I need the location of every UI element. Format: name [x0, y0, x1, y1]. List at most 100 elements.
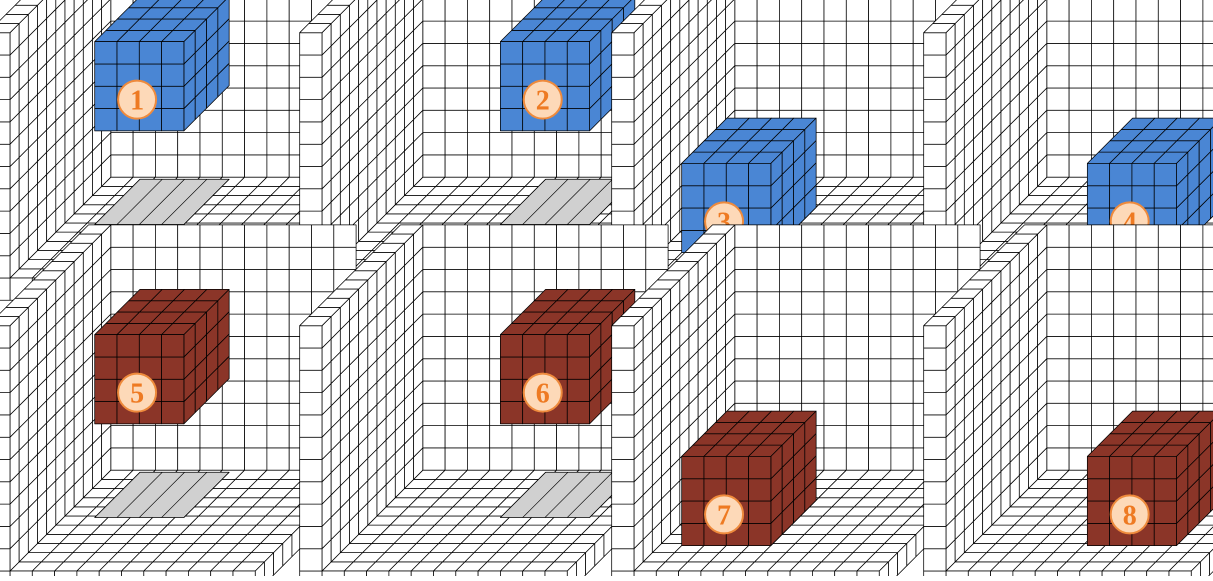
back-wall-cell [646, 247, 668, 269]
back-wall-cell [267, 21, 289, 43]
front-rim-cell [946, 571, 968, 576]
front-rim-cell [1124, 571, 1146, 576]
back-wall-cell [245, 336, 267, 358]
back-wall-cell [1114, 381, 1136, 403]
back-wall-cell [312, 247, 334, 269]
back-wall-cell [779, 225, 801, 247]
back-wall-cell [1158, 381, 1180, 403]
back-wall-cell [802, 225, 824, 247]
back-wall-cell [757, 66, 779, 88]
back-wall-cell [579, 155, 601, 177]
front-rim-cell [1147, 571, 1169, 576]
front-rim-cell [300, 460, 322, 482]
back-wall-cell [846, 133, 868, 155]
front-rim-cell [300, 549, 322, 571]
back-wall-cell [1047, 110, 1069, 132]
back-wall-cell [913, 247, 935, 269]
back-wall-cell [512, 270, 534, 292]
back-wall-cell [534, 247, 556, 269]
back-wall-cell [289, 0, 311, 21]
back-wall-cell [1181, 270, 1203, 292]
back-wall-cell [534, 133, 556, 155]
back-wall-cell [1069, 381, 1091, 403]
back-wall-cell [512, 426, 534, 448]
back-wall-cell [245, 88, 267, 110]
back-wall-cell [423, 0, 445, 21]
back-wall-cell [891, 426, 913, 448]
back-wall-cell [445, 292, 467, 314]
front-rim-cell [924, 55, 946, 77]
back-wall-cell [557, 133, 579, 155]
front-rim-cell [0, 189, 10, 211]
front-rim-cell [612, 77, 634, 99]
back-wall-cell [467, 225, 489, 247]
back-wall-cell [245, 314, 267, 336]
back-wall-cell [289, 225, 311, 247]
back-wall-cell [1091, 336, 1113, 358]
back-wall-cell [490, 292, 512, 314]
back-wall-cell [1114, 314, 1136, 336]
back-wall-cell [1181, 314, 1203, 336]
back-wall-cell [824, 270, 846, 292]
cube-front-cell [545, 335, 567, 357]
back-wall-cell [200, 155, 222, 177]
front-rim-cell [0, 211, 10, 233]
back-wall-cell [467, 359, 489, 381]
cube-front-cell [704, 456, 726, 478]
back-wall-cell [245, 110, 267, 132]
front-rim-cell [523, 571, 545, 576]
back-wall-cell [1069, 225, 1091, 247]
front-rim-cell [835, 571, 857, 576]
front-rim-cell [0, 100, 10, 122]
back-wall-cell [245, 225, 267, 247]
back-wall-cell [824, 21, 846, 43]
back-wall-cell [913, 292, 935, 314]
back-wall-cell [467, 426, 489, 448]
cube-front-cell [682, 456, 704, 478]
front-rim-cell [0, 549, 10, 571]
back-wall-cell [802, 247, 824, 269]
cube-front-cell [500, 335, 522, 357]
back-wall-cell [869, 336, 891, 358]
back-wall-cell [200, 270, 222, 292]
back-wall-cell [1114, 359, 1136, 381]
back-wall-cell [423, 336, 445, 358]
back-wall-cell [423, 359, 445, 381]
back-wall-cell [222, 247, 244, 269]
back-wall-cell [111, 247, 133, 269]
front-rim-cell [634, 571, 656, 576]
back-wall-cell [1158, 247, 1180, 269]
back-wall-cell [267, 66, 289, 88]
back-wall-cell [289, 247, 311, 269]
back-wall-cell [557, 247, 579, 269]
front-rim-cell [612, 326, 634, 348]
front-rim-cell [166, 571, 188, 576]
front-rim-cell [300, 504, 322, 526]
front-rim-cell [0, 144, 10, 166]
front-rim-cell [924, 571, 946, 576]
back-wall-cell [1047, 403, 1069, 425]
back-wall-cell [869, 359, 891, 381]
front-rim-cell [344, 571, 366, 576]
back-wall-cell [846, 403, 868, 425]
front-rim-cell [991, 571, 1013, 576]
back-wall-cell [735, 359, 757, 381]
front-rim-cell [300, 144, 322, 166]
back-wall-cell [779, 66, 801, 88]
back-wall-cell [467, 88, 489, 110]
cube-front-cell [95, 64, 117, 86]
front-rim-cell [300, 415, 322, 437]
back-wall-cell [869, 43, 891, 65]
back-wall-cell [1114, 336, 1136, 358]
back-wall-cell [557, 448, 579, 470]
back-wall-cell [601, 225, 623, 247]
back-wall-cell [1203, 225, 1213, 247]
front-rim-cell [77, 571, 99, 576]
back-wall-cell [779, 270, 801, 292]
back-wall-cell [1114, 270, 1136, 292]
front-rim-cell [612, 189, 634, 211]
back-wall-cell [557, 225, 579, 247]
back-wall-cell [579, 270, 601, 292]
cube-front-cell [162, 335, 184, 357]
front-rim-cell [0, 348, 10, 370]
